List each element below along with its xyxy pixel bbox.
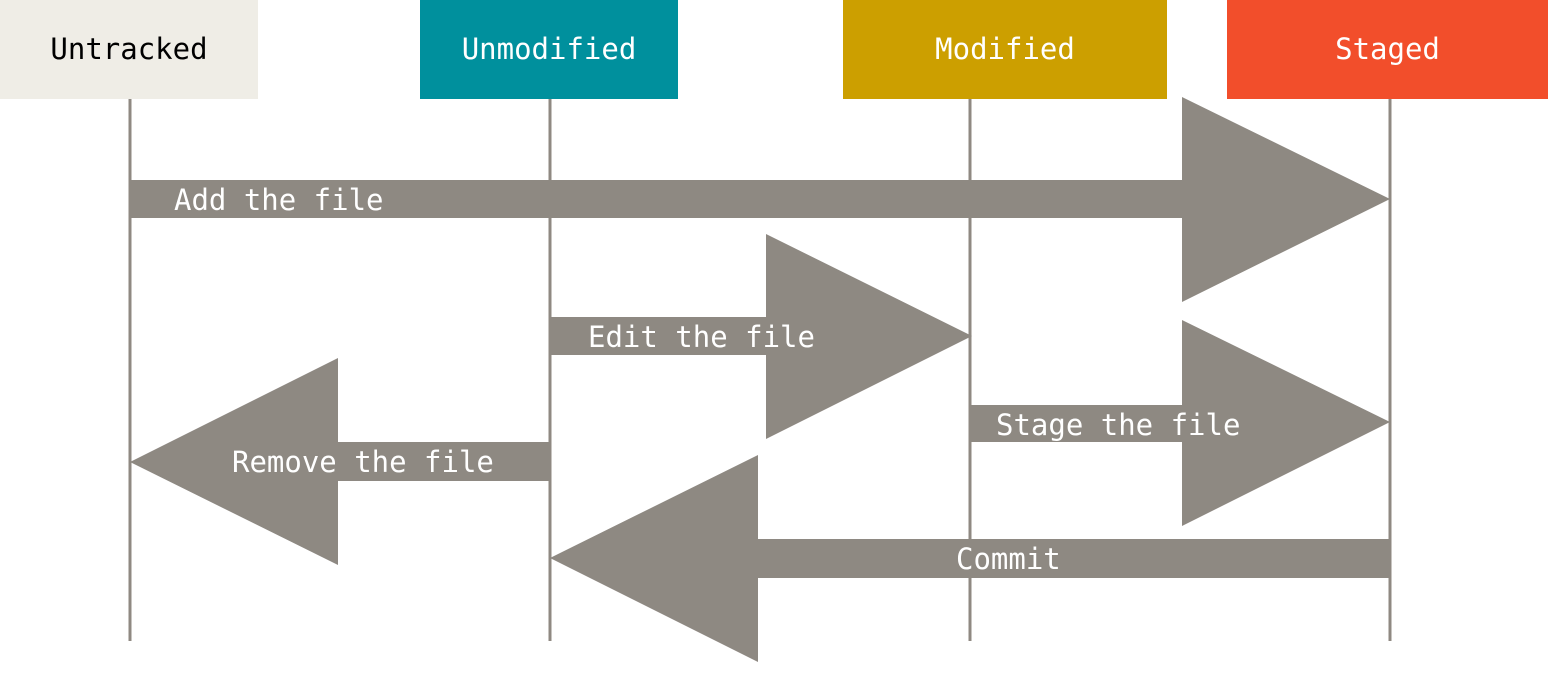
commit-label: Commit [956, 542, 1061, 576]
add-the-file-label: Add the file [174, 183, 384, 217]
edit-the-file-label: Edit the file [588, 320, 815, 354]
unmodified-state-box: Unmodified [420, 0, 678, 99]
edit-the-file-arrow [550, 234, 972, 439]
remove-the-file-label: Remove the file [232, 445, 494, 479]
untracked-state-box: Untracked [0, 0, 258, 99]
add-the-file-arrow [130, 97, 1390, 302]
untracked-state-label: Untracked [50, 31, 208, 66]
stage-the-file-label: Stage the file [996, 408, 1240, 442]
modified-state-box: Modified [843, 0, 1167, 99]
commit-arrow [550, 455, 1390, 662]
remove-the-file-arrow [130, 358, 550, 565]
staged-state-label: Staged [1335, 31, 1440, 66]
staged-state-box: Staged [1227, 0, 1548, 99]
stage-the-file-arrow [970, 320, 1390, 526]
modified-state-label: Modified [935, 31, 1075, 66]
unmodified-state-label: Unmodified [461, 31, 637, 66]
